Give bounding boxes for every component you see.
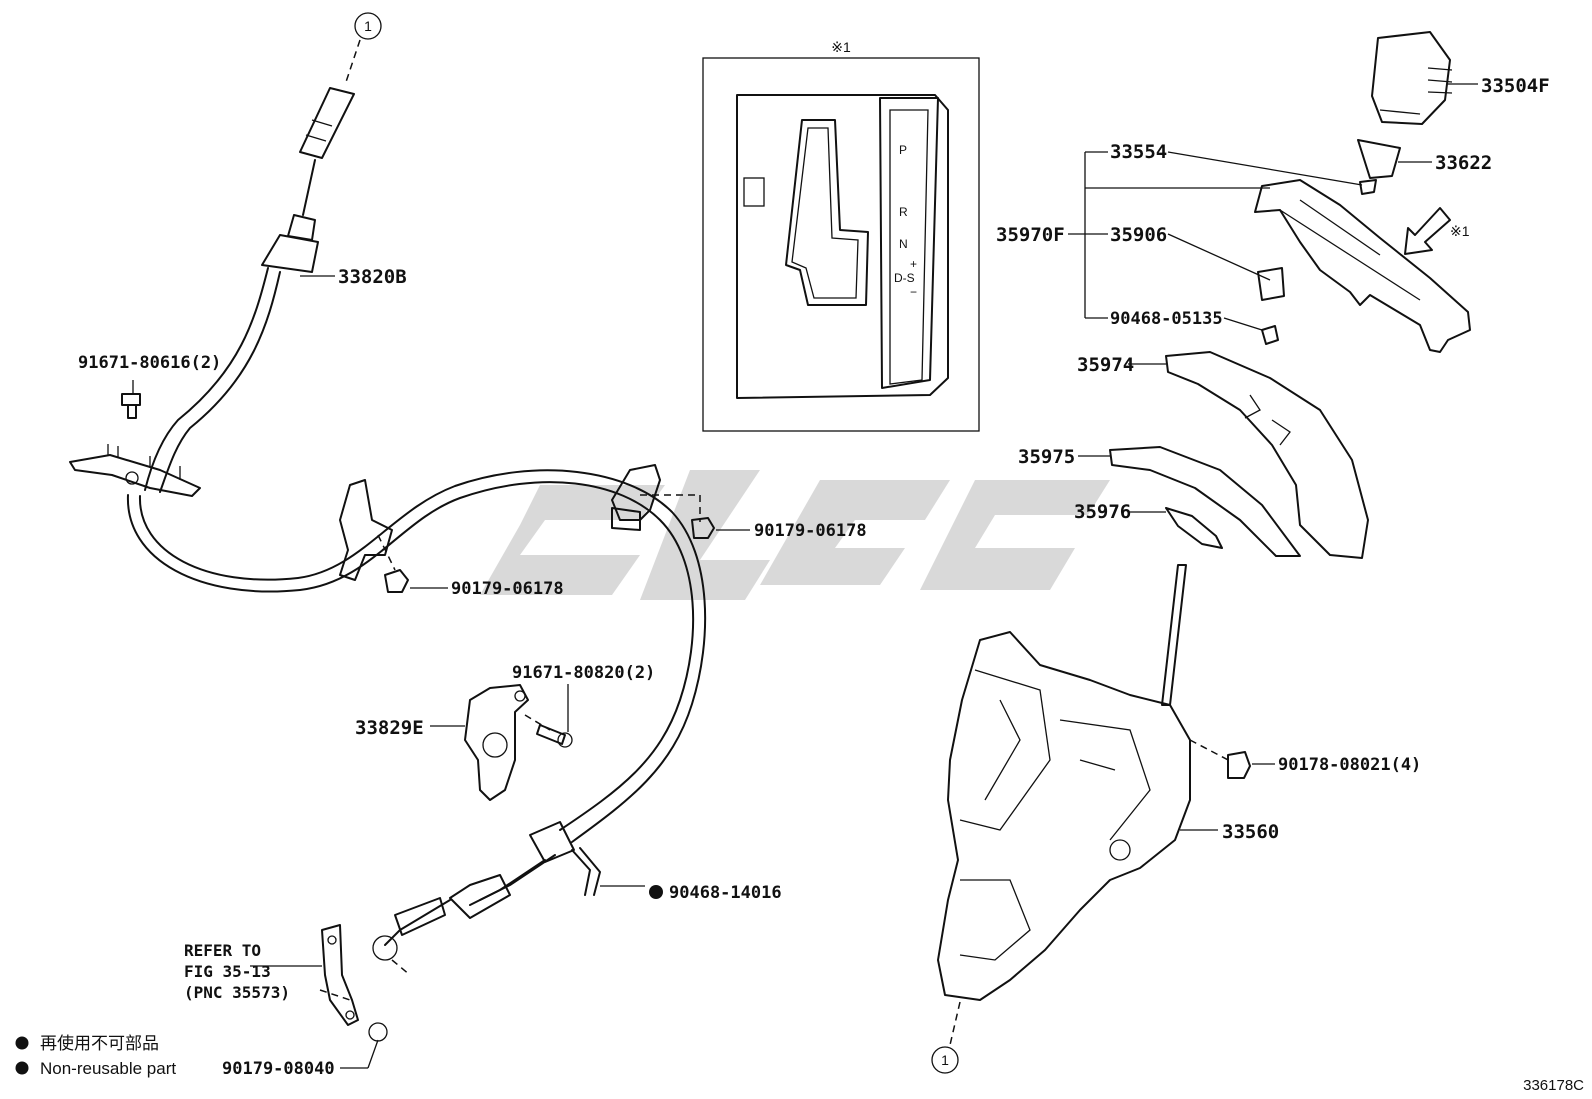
label-91671-80820: 91671-80820(2) <box>512 663 655 683</box>
callout-1-top: 1 <box>344 12 382 86</box>
label-90468-05135: 90468-05135 <box>1110 309 1223 329</box>
refer-line-3: (PNC 35573) <box>184 983 290 1002</box>
refer-line-1: REFER TO <box>184 941 261 960</box>
inset-mark: ※1 <box>831 39 851 55</box>
trim-35975 <box>1109 446 1301 557</box>
label-35906: 35906 <box>1110 224 1167 246</box>
shift-cable-upper <box>144 87 355 493</box>
gear-n: N <box>899 237 908 251</box>
label-33829E: 33829E <box>355 717 424 739</box>
figure-id: 336178C <box>1523 1077 1584 1094</box>
legend: 再使用不可部品 Non-reusable part <box>15 1033 176 1078</box>
nut-90178-08021 <box>1227 751 1251 779</box>
inset-shift-panel: ※1 P R N D-S + − <box>702 39 980 432</box>
label-33504F: 33504F <box>1481 75 1550 97</box>
legend-dot-en-icon <box>15 1061 29 1075</box>
refer-line-2: FIG 35-13 <box>184 962 271 981</box>
gear-ds: D-S <box>894 271 915 285</box>
watermark-logo <box>480 470 1110 600</box>
gear-p: P <box>899 143 907 157</box>
gear-minus: − <box>910 285 917 299</box>
callout-1-bottom: 1 <box>931 1001 961 1074</box>
callout-1-bottom-text: 1 <box>941 1052 949 1068</box>
label-90179-06178-b: 90179-06178 <box>754 521 867 541</box>
trim-35974 <box>1165 351 1369 559</box>
label-91671-80616: 91671-80616(2) <box>78 353 221 373</box>
seal-35906 <box>1257 267 1285 301</box>
label-90468-14016: 90468-14016 <box>669 883 782 903</box>
label-35974: 35974 <box>1077 354 1134 376</box>
legend-jp: 再使用不可部品 <box>40 1033 159 1053</box>
legend-dot-jp-icon <box>15 1036 29 1050</box>
gear-r: R <box>899 205 908 219</box>
nut-90179-08040 <box>368 1022 388 1042</box>
clip-90468-05135 <box>1261 325 1279 345</box>
label-33820B: 33820B <box>338 266 407 288</box>
cable-bracket-plate <box>69 444 201 497</box>
label-90179-08040: 90179-08040 <box>222 1059 335 1079</box>
nut-90179-06178-b <box>691 517 715 539</box>
nut-90179-06178-a <box>384 569 409 593</box>
callout-1-top-text: 1 <box>364 18 372 34</box>
trim-35976 <box>1165 507 1223 549</box>
non-reusable-dot-icon <box>649 885 663 899</box>
label-90179-06178-a: 90179-06178 <box>451 579 564 599</box>
legend-en: Non-reusable part <box>40 1059 176 1078</box>
bolt-91671-80820 <box>536 724 573 748</box>
indicator-housing-35970F <box>1254 179 1471 353</box>
gear-plus: + <box>910 257 917 271</box>
label-35970F: 35970F <box>996 224 1065 246</box>
shift-lever-33560 <box>937 564 1233 1001</box>
label-35975: 35975 <box>1018 446 1075 468</box>
bracket-refer-35573 <box>319 924 359 1026</box>
label-35976: 35976 <box>1074 501 1131 523</box>
view-arrow-icon: ※1 <box>1404 207 1470 255</box>
shift-cable-main <box>126 464 707 961</box>
bracket-33829E <box>464 684 551 801</box>
clip-90468-14016 <box>571 847 601 896</box>
label-33560: 33560 <box>1222 821 1279 843</box>
label-33554: 33554 <box>1110 141 1167 163</box>
arrow-mark: ※1 <box>1450 223 1470 239</box>
shift-knob-33504F <box>1371 31 1453 125</box>
label-90178-08021: 90178-08021(4) <box>1278 755 1421 775</box>
boot-33622 <box>1357 139 1401 179</box>
bolt-91671-80616 <box>121 380 141 419</box>
label-33622: 33622 <box>1435 152 1492 174</box>
leader-lines <box>250 83 1478 1069</box>
